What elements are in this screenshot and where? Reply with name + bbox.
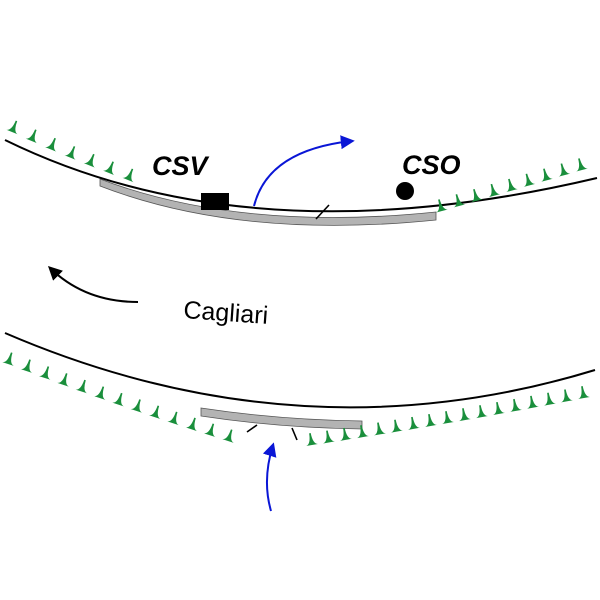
grass-tuft-icon: [471, 188, 483, 203]
grass-tuft-icon: [75, 379, 88, 394]
grass-tuft-icon: [476, 405, 488, 419]
bottom-structure: [200, 407, 363, 430]
vegetation-top-right: [436, 158, 588, 213]
grass-tuft-icon: [425, 413, 437, 427]
grass-tuft-icon: [544, 392, 556, 406]
grass-tuft-icon: [93, 386, 106, 400]
grass-tuft-icon: [103, 161, 115, 176]
city-group: Cagliari: [47, 266, 270, 330]
grass-tuft-icon: [506, 178, 518, 193]
bottom-bank: [2, 332, 596, 512]
grass-tuft-icon: [453, 194, 466, 208]
bottom-shoreline: [4, 332, 596, 409]
grass-tuft-icon: [442, 411, 454, 425]
grass-tuft-icon: [2, 352, 14, 366]
grass-tuft-icon: [541, 168, 553, 182]
top-shoreline: [4, 139, 598, 213]
direction-arrow: [47, 266, 139, 303]
grass-tuft-icon: [488, 183, 501, 198]
grass-tuft-icon: [148, 405, 161, 419]
grass-tuft-icon: [561, 389, 573, 403]
grass-tuft-icon: [391, 419, 403, 433]
grass-tuft-icon: [306, 433, 318, 447]
grass-tuft-icon: [130, 399, 143, 413]
grass-tuft-icon: [203, 423, 216, 438]
grass-tuft-icon: [578, 386, 590, 400]
grass-tuft-icon: [558, 163, 571, 177]
grass-tuft-icon: [6, 120, 18, 135]
cso-marker-icon: [396, 182, 414, 200]
cso-label: CSO: [402, 150, 461, 180]
grass-tuft-icon: [459, 408, 471, 422]
grass-tuft-icon: [340, 427, 352, 441]
vegetation-top-left: [6, 120, 134, 183]
top-bank: CSV CSO: [4, 120, 598, 226]
grass-tuft-icon: [25, 129, 37, 144]
grass-tuft-icon: [83, 153, 95, 168]
grass-tuft-icon: [222, 429, 234, 443]
inflow-arrow: [262, 442, 277, 512]
grass-tuft-icon: [64, 146, 76, 160]
csv-label: CSV: [152, 151, 210, 181]
grass-tuft-icon: [20, 359, 33, 373]
grass-tuft-icon: [112, 392, 124, 407]
grass-tuft-icon: [510, 398, 522, 412]
grass-tuft-icon: [57, 373, 69, 387]
grass-tuft-icon: [45, 137, 57, 152]
grass-tuft-icon: [493, 402, 505, 416]
grass-tuft-icon: [122, 168, 134, 183]
outflow-arrow: [253, 135, 355, 207]
bottom-tick-left: [246, 424, 258, 433]
grass-tuft-icon: [323, 430, 335, 444]
city-label: Cagliari: [183, 296, 270, 330]
grass-tuft-icon: [436, 199, 448, 213]
grass-tuft-icon: [38, 366, 51, 380]
grass-tuft-icon: [357, 425, 369, 439]
csv-marker-icon: [201, 193, 229, 210]
grass-tuft-icon: [576, 158, 588, 172]
vegetation-bottom-left: [2, 352, 234, 443]
top-structure: [99, 178, 437, 226]
vegetation-bottom-right: [306, 386, 590, 447]
grass-tuft-icon: [408, 416, 420, 430]
bottom-tick-right: [291, 427, 298, 441]
grass-tuft-icon: [185, 417, 198, 432]
top-tick: [315, 204, 330, 220]
grass-tuft-icon: [374, 422, 386, 436]
grass-tuft-icon: [523, 173, 536, 187]
grass-tuft-icon: [527, 395, 539, 409]
grass-tuft-icon: [167, 411, 179, 426]
